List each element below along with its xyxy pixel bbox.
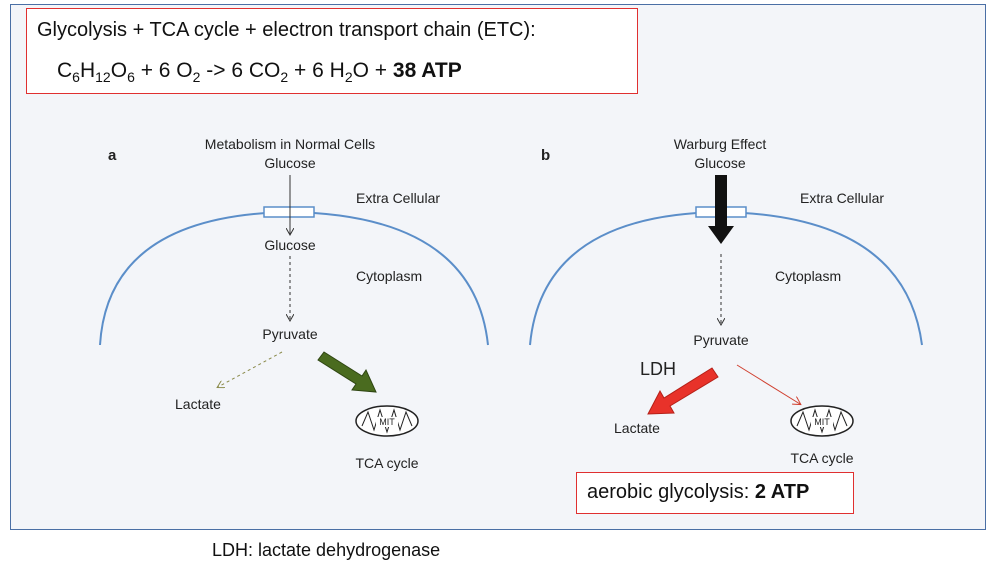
panel-b-lactate-arrow [647, 367, 719, 415]
panel-a-lactate-arrow [218, 351, 283, 387]
panel-b-letter: b [541, 147, 550, 164]
aerobic-glycolysis-label: aerobic glycolysis: [587, 481, 755, 503]
panel-b-pyruvate: Pyruvate [693, 332, 748, 348]
panel-a-letter: a [108, 147, 117, 164]
panel-a-extra-cellular: Extra Cellular [356, 190, 440, 206]
aerobic-glycolysis-box: aerobic glycolysis: 2 ATP [576, 472, 854, 514]
footnote: LDH: lactate dehydrogenase [212, 540, 441, 560]
panel-a-mit-label: MIT [379, 417, 395, 427]
panel-a-tca-label: TCA cycle [355, 455, 418, 471]
panel-b-extra-cellular: Extra Cellular [800, 190, 884, 206]
panel-b-ldh-label: LDH [640, 359, 676, 379]
atp-yield: 38 ATP [392, 59, 462, 82]
panel-a-pyruvate: Pyruvate [262, 326, 317, 342]
equation-title: Glycolysis + TCA cycle + electron transp… [37, 19, 536, 41]
panel-b-mit-label: MIT [814, 417, 830, 427]
panel-a-tca-arrow [317, 351, 377, 393]
panel-a-title: Metabolism in Normal Cells [205, 136, 375, 152]
equation-box: Glycolysis + TCA cycle + electron transp… [26, 8, 638, 94]
panel-b-cytoplasm: Cytoplasm [775, 268, 841, 284]
panel-b-title: Warburg Effect [674, 136, 767, 152]
panel-a-mitochondrion-icon [355, 405, 419, 437]
panel-a-cytoplasm: Cytoplasm [356, 268, 422, 284]
panel-a-lactate: Lactate [175, 396, 221, 412]
panel-a-glucose-in: Glucose [264, 237, 316, 253]
panel-b-tca-label: TCA cycle [790, 450, 853, 466]
panel-b-tca-arrow [736, 364, 800, 404]
panel-b-mitochondrion-icon [790, 405, 854, 437]
equation-formula: C6H12O6 + 6 O2 -> 6 CO2 + 6 H2O + 38 ATP [57, 59, 462, 86]
aerobic-atp-yield: 2 ATP [754, 481, 810, 503]
panel-a-transporter [263, 206, 315, 218]
panel-a-glucose-out: Glucose [264, 155, 316, 171]
panel-b-glucose-out: Glucose [694, 155, 746, 171]
panel-b-glucose-uptake-arrow [708, 175, 734, 244]
panel-b-lactate: Lactate [614, 420, 660, 436]
